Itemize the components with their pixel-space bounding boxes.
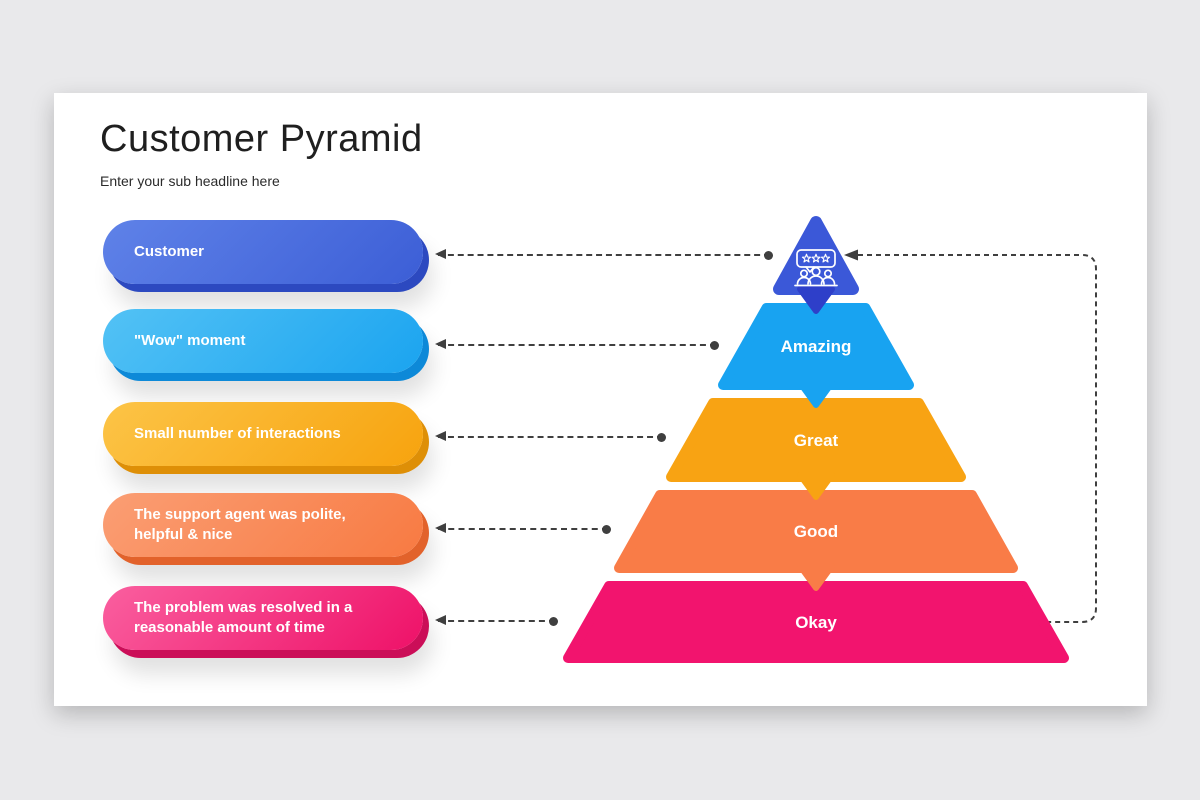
notch-great-icon [797, 472, 835, 500]
connector-customer [435, 249, 773, 260]
pill-support-agent: The support agent was polite, helpful & … [103, 493, 423, 557]
pill-customer: Customer [103, 220, 423, 284]
notch-amazing-icon [797, 380, 835, 408]
notch-top-icon [797, 286, 835, 314]
connector-problem-resolved [435, 615, 558, 626]
pyramid-diagram: Amazing Great Good Okay [563, 216, 1097, 663]
pill-label: The problem was resolved in a [134, 598, 353, 616]
pill-problem-resolved: The problem was resolved in a reasonable… [103, 586, 423, 650]
pill-label: Small number of interactions [134, 424, 341, 442]
level-label-okay: Okay [795, 613, 837, 632]
slide-card: Customer Pyramid Enter your sub headline… [54, 93, 1147, 706]
notch-good-icon [797, 563, 835, 591]
pill-label: "Wow" moment [134, 331, 246, 349]
page-subtitle: Enter your sub headline here [100, 173, 280, 189]
level-label-amazing: Amazing [781, 337, 852, 356]
connector-support-agent [435, 523, 611, 534]
pyramid-level-great [666, 398, 966, 482]
level-label-good: Good [794, 522, 838, 541]
level-label-great: Great [794, 431, 839, 450]
pyramid-level-amazing [718, 303, 914, 390]
connector-small-interactions [435, 431, 666, 442]
pyramid-level-okay [563, 581, 1069, 663]
loop-connector-top-to-okay [858, 254, 1097, 623]
customer-review-people-icon [794, 249, 838, 287]
pyramid-level-good [614, 490, 1018, 573]
pill-label: The support agent was polite, [134, 505, 346, 523]
pill-small-interactions: Small number of interactions [103, 402, 423, 466]
page-title: Customer Pyramid [100, 118, 423, 160]
pill-label-line2: reasonable amount of time [134, 619, 325, 636]
pill-label-line2: helpful & nice [134, 526, 233, 543]
connector-wow-moment [435, 339, 719, 350]
pill-wow-moment: "Wow" moment [103, 309, 423, 373]
pill-label: Customer [134, 242, 205, 260]
loop-arrowhead-icon [844, 249, 858, 261]
